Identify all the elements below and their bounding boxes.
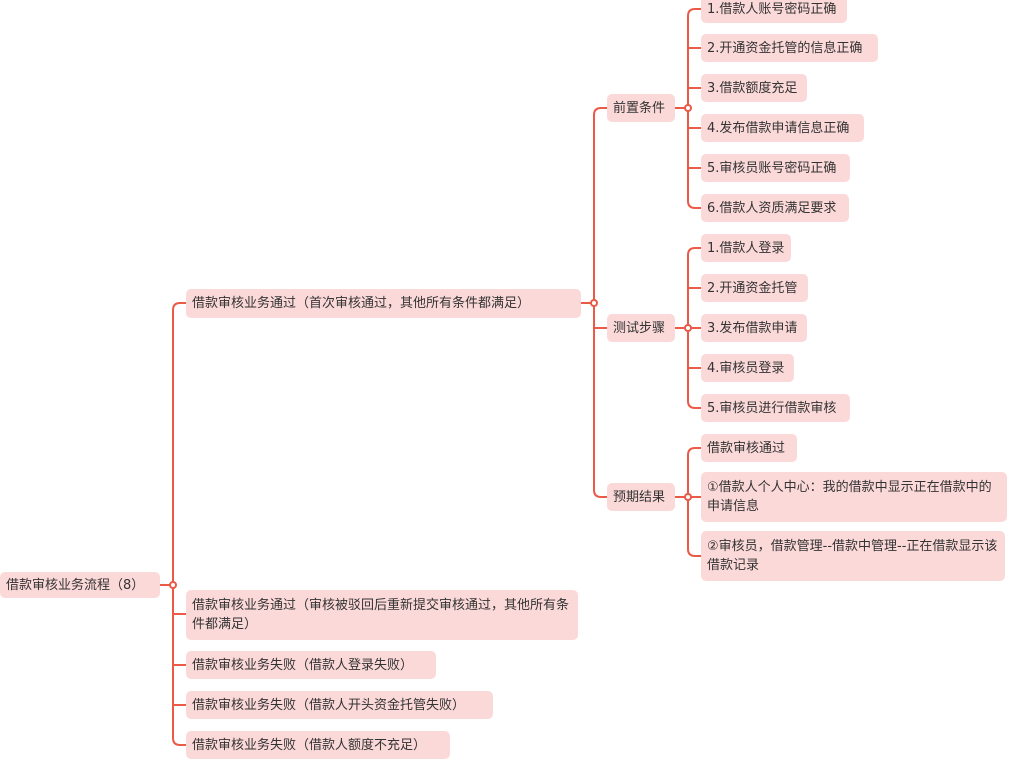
- expected-item[interactable]: ②审核员，借款管理--借款中管理--正在借款显示该借款记录: [701, 531, 1005, 581]
- branch-approved-first[interactable]: 借款审核业务通过（首次审核通过，其他所有条件都满足）: [186, 289, 581, 318]
- test-steps-label: 测试步骤: [613, 320, 666, 336]
- test-step-item[interactable]: 2.开通资金托管: [701, 274, 808, 302]
- precondition-label: 5.审核员账号密码正确: [707, 160, 837, 176]
- precondition-item[interactable]: 1.借款人账号密码正确: [701, 0, 847, 23]
- preconditions-label: 前置条件: [613, 100, 666, 116]
- branch-label: 借款审核业务失败（借款人额度不充足）: [192, 737, 427, 753]
- test-steps-node[interactable]: 测试步骤: [607, 314, 675, 342]
- steps-connector: [687, 247, 701, 256]
- precondition-item[interactable]: 3.借款额度充足: [701, 74, 807, 102]
- collapse-toggle-icon[interactable]: [684, 104, 692, 112]
- branch-label: 借款审核业务通过（审核被驳回后重新提交审核通过，其他所有条件都满足）: [192, 598, 570, 632]
- expected-item[interactable]: 借款审核通过: [701, 434, 797, 462]
- precondition-item[interactable]: 2.开通资金托管的信息正确: [701, 34, 878, 62]
- branch-fail-quota[interactable]: 借款审核业务失败（借款人额度不充足）: [186, 731, 450, 759]
- expected-result-node[interactable]: 预期结果: [607, 483, 675, 511]
- preconditions-node[interactable]: 前置条件: [607, 94, 675, 122]
- branch-approved-resubmit[interactable]: 借款审核业务通过（审核被驳回后重新提交审核通过，其他所有条件都满足）: [186, 590, 578, 640]
- root-node[interactable]: 借款审核业务流程（8）: [0, 572, 160, 598]
- branch-connector: [593, 107, 607, 116]
- test-step-label: 5.审核员进行借款审核: [707, 400, 837, 416]
- precondition-item[interactable]: 5.审核员账号密码正确: [701, 154, 850, 182]
- expected-connector: [687, 447, 701, 456]
- expected-label: ②审核员，借款管理--借款中管理--正在借款显示该借款记录: [707, 539, 998, 573]
- precondition-item[interactable]: 6.借款人资质满足要求: [701, 194, 849, 222]
- root-connector: [172, 302, 186, 311]
- expected-label: 借款审核通过: [707, 440, 786, 456]
- test-step-label: 4.审核员登录: [707, 360, 785, 376]
- expected-item[interactable]: ①借款人个人中心：我的借款中显示正在借款中的申请信息: [701, 472, 1007, 522]
- test-step-item[interactable]: 5.审核员进行借款审核: [701, 394, 850, 422]
- steps-connector: [687, 400, 701, 409]
- expected-result-label: 预期结果: [613, 489, 666, 505]
- test-step-item[interactable]: 3.发布借款申请: [701, 314, 807, 342]
- precondition-label: 6.借款人资质满足要求: [707, 200, 837, 216]
- test-step-label: 3.发布借款申请: [707, 320, 798, 336]
- test-step-label: 2.开通资金托管: [707, 280, 798, 296]
- collapse-toggle-icon[interactable]: [590, 299, 598, 307]
- precondition-label: 4.发布借款申请信息正确: [707, 120, 850, 136]
- expected-connector: [687, 548, 701, 557]
- precondition-label: 2.开通资金托管的信息正确: [707, 40, 863, 56]
- test-step-item[interactable]: 4.审核员登录: [701, 354, 794, 382]
- test-step-item[interactable]: 1.借款人登录: [701, 234, 791, 262]
- test-step-label: 1.借款人登录: [707, 240, 785, 256]
- branch-connector: [593, 489, 607, 498]
- root-connector: [172, 737, 186, 746]
- collapse-toggle-icon[interactable]: [684, 493, 692, 501]
- collapse-toggle-icon[interactable]: [684, 324, 692, 332]
- root-label: 借款审核业务流程（8）: [6, 577, 145, 593]
- expected-label: ①借款人个人中心：我的借款中显示正在借款中的申请信息: [707, 480, 992, 514]
- precondition-item[interactable]: 4.发布借款申请信息正确: [701, 114, 864, 142]
- collapse-toggle-icon[interactable]: [169, 581, 177, 589]
- branch-fail-escrow[interactable]: 借款审核业务失败（借款人开头资金托管失败）: [186, 691, 493, 719]
- preconditions-connector: [687, 8, 701, 17]
- branch-label: 借款审核业务失败（借款人登录失败）: [192, 657, 414, 673]
- precondition-label: 3.借款额度充足: [707, 80, 798, 96]
- branch-label: 借款审核业务通过（首次审核通过，其他所有条件都满足）: [192, 296, 531, 311]
- branch-fail-login[interactable]: 借款审核业务失败（借款人登录失败）: [186, 651, 436, 679]
- precondition-label: 1.借款人账号密码正确: [707, 1, 837, 17]
- preconditions-connector: [687, 200, 701, 209]
- branch-label: 借款审核业务失败（借款人开头资金托管失败）: [192, 697, 466, 713]
